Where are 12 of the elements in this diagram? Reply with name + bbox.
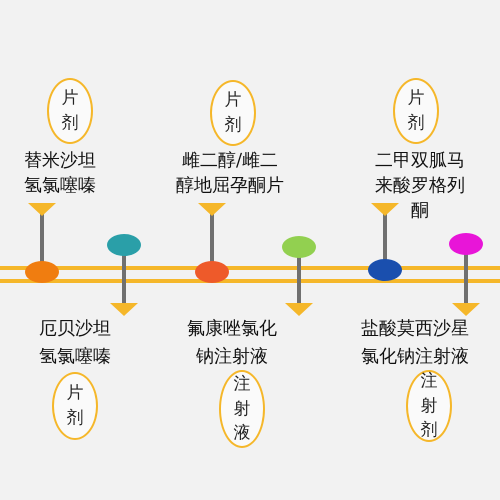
drug-name: 替米沙坦氢氯噻嗪 bbox=[23, 149, 97, 198]
tag-text: 注射剂 bbox=[420, 370, 438, 442]
drug-name: 厄贝沙坦氢氯噻嗪 bbox=[38, 317, 112, 369]
tag-text: 片剂 bbox=[66, 382, 84, 430]
drug-name: 盐酸莫西沙星氯化钠注射液 bbox=[360, 317, 470, 369]
drug-name: 雌二醇/雌二醇地屈孕酮片 bbox=[175, 149, 285, 198]
tag-text: 片剂 bbox=[408, 87, 424, 135]
tag-text: 注射液 bbox=[234, 373, 250, 446]
drug-name: 二甲双胍马来酸罗格列酮 bbox=[374, 149, 466, 223]
drug-name: 氟康唑氯化钠注射液 bbox=[186, 317, 278, 369]
tag-text: 片剂 bbox=[62, 87, 78, 135]
tag-text: 片剂 bbox=[224, 89, 242, 137]
